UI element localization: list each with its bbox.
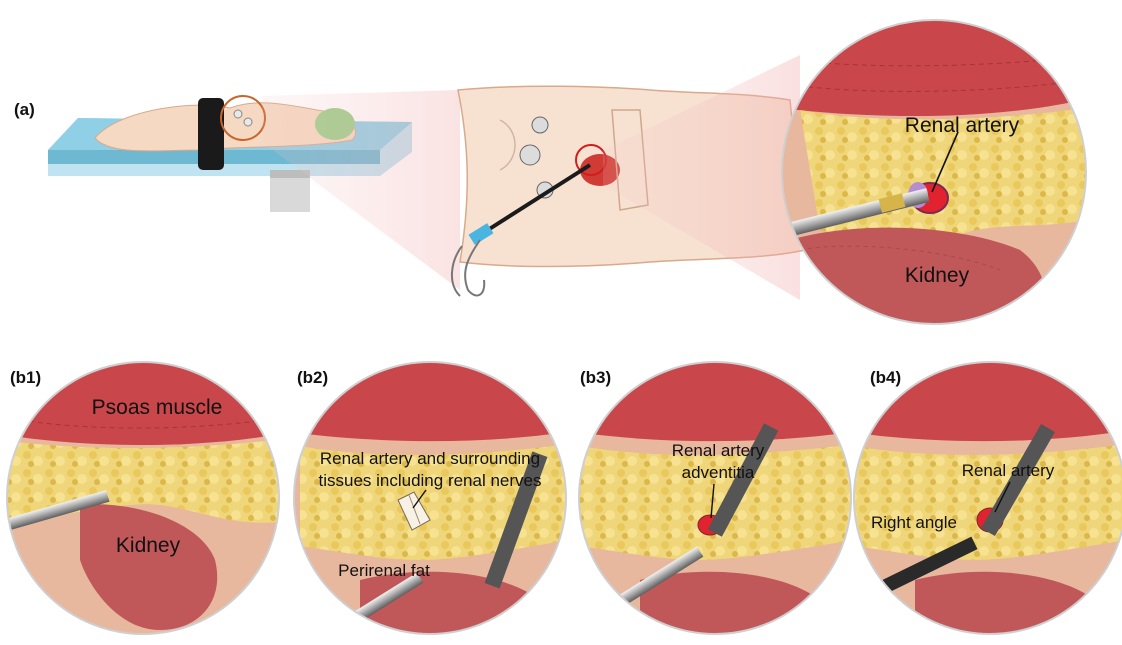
label-psoas-b1: Psoas muscle — [92, 396, 223, 419]
label-b2-line2: tissues including renal nerves — [318, 471, 541, 490]
label-b2-line1: Renal artery and surrounding — [320, 449, 540, 468]
label-kidney-a: Kidney — [905, 264, 970, 287]
label-kidney-b1: Kidney — [116, 534, 181, 557]
label-b3-line2: adventitia — [682, 463, 755, 482]
circle-b1-scene: Psoas muscle Kidney — [0, 360, 290, 640]
label-renal-artery-a: Renal artery — [905, 114, 1020, 137]
label-right-angle: Right angle — [871, 513, 957, 532]
label-renal-artery-b4: Renal artery — [962, 461, 1055, 480]
label-b3-line1: Renal artery — [672, 441, 765, 460]
label-perirenal-fat: Perirenal fat — [338, 561, 430, 580]
